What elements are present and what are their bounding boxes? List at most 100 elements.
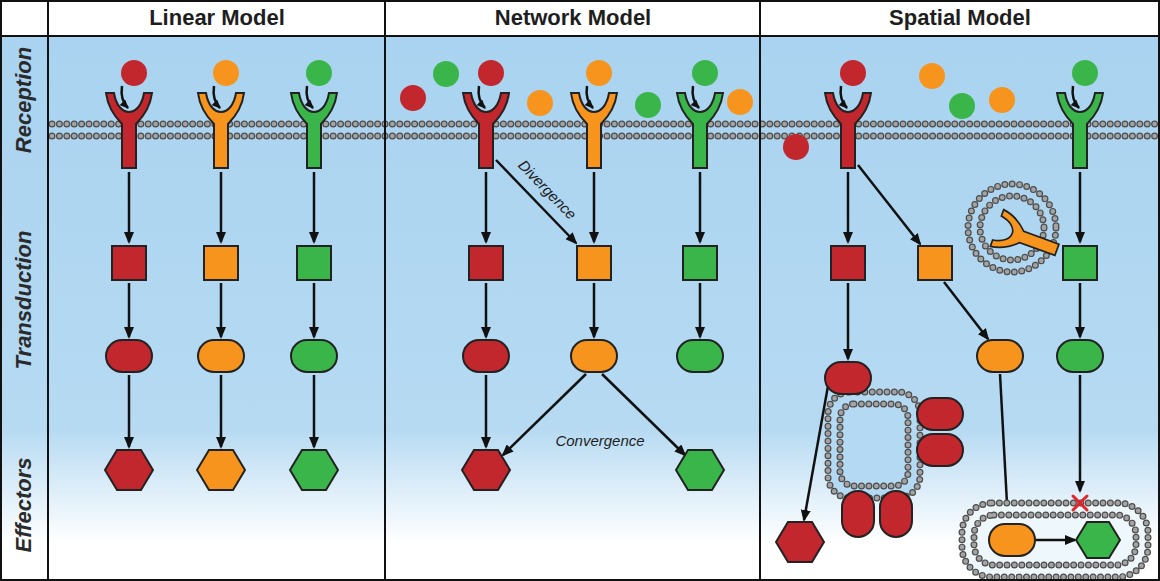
transducer [204, 246, 238, 280]
transducer [918, 246, 952, 280]
compartment-membrane [974, 515, 1136, 565]
signal-arrow [220, 375, 223, 447]
signal-arrow [485, 172, 488, 242]
effector-compartment [962, 503, 1148, 577]
ligand [692, 60, 718, 86]
compartment-membrane [962, 503, 1148, 577]
row-label: Transduction [12, 231, 36, 370]
receptor [825, 93, 871, 168]
effector [1076, 522, 1120, 558]
effector [776, 522, 824, 562]
transducer [112, 246, 146, 280]
second-messenger [198, 340, 244, 372]
signal-arrow [220, 172, 223, 242]
binding-arrow [307, 86, 313, 108]
cytoplasm-ground [0, 36, 1160, 581]
binding-arrow [587, 86, 593, 108]
signal-arrow [593, 172, 596, 242]
signal-arrow [128, 283, 131, 337]
signal-arrow [128, 172, 131, 242]
arrow-label: Convergence [555, 433, 644, 450]
blocked-arrow [1079, 375, 1082, 491]
signal-arrow [1079, 172, 1082, 242]
vesicle-membrane [840, 404, 908, 486]
ligand [527, 90, 553, 116]
signal-arrow [593, 283, 596, 337]
ligand [635, 92, 661, 118]
signal-arrow [128, 375, 131, 447]
compartment-membrane [974, 515, 1136, 565]
effector [105, 450, 153, 490]
ligand [840, 60, 866, 86]
vesicle-membrane [828, 392, 920, 498]
row-label: Reception [12, 47, 36, 153]
vesicle-membrane [828, 392, 920, 498]
block-cross [1073, 496, 1087, 510]
ligand [783, 134, 809, 160]
row-label: Effectors [12, 458, 36, 553]
column-rule [759, 0, 761, 581]
ligand [213, 60, 239, 86]
internalised-receptor [990, 210, 1063, 269]
effector [676, 450, 724, 490]
transducer [1063, 246, 1097, 280]
second-messenger [977, 340, 1023, 372]
binding-arrow [214, 86, 220, 108]
transducer [577, 246, 611, 280]
block-cross [1073, 496, 1087, 510]
signal-arrow [699, 283, 702, 337]
ligand [121, 60, 147, 86]
vesicle-lumen [828, 392, 920, 498]
column-rule [47, 0, 49, 581]
signal-arrow [313, 172, 316, 242]
second-messenger [463, 340, 509, 372]
ligand [989, 87, 1015, 113]
receptor [291, 93, 337, 168]
transducer [469, 246, 503, 280]
ligand [433, 61, 459, 87]
signal-arrow [485, 283, 488, 337]
second-messenger [677, 340, 723, 372]
second-messenger [1057, 340, 1103, 372]
ligand [919, 63, 945, 89]
compartment-lumen [962, 503, 1148, 577]
ligand [949, 93, 975, 119]
signal-arrow [485, 375, 488, 447]
transducer [683, 246, 717, 280]
transducer [831, 246, 865, 280]
second-messenger [880, 491, 912, 537]
second-messenger [291, 340, 337, 372]
receptor [463, 93, 509, 168]
second-messenger [825, 362, 871, 394]
spatial-pathways [776, 60, 1148, 577]
panel-title: Network Model [495, 5, 651, 31]
header-rule [0, 35, 1160, 37]
second-messenger [917, 398, 963, 430]
ligand [586, 60, 612, 86]
ligand [1072, 60, 1098, 86]
signal-arrow [944, 282, 988, 339]
effector [290, 450, 338, 490]
signal-arrow [858, 165, 920, 244]
binding-arrow [693, 86, 699, 108]
signal-arrow [1036, 539, 1075, 542]
ligand [400, 85, 426, 111]
ligand [306, 60, 332, 86]
receptor [1057, 93, 1103, 168]
panel-header: Linear Model [49, 0, 385, 36]
effector [462, 450, 510, 490]
receptor [677, 93, 723, 168]
binding-arrow [122, 86, 128, 108]
linear-pathways [105, 60, 338, 490]
second-messenger [571, 340, 617, 372]
signal-arrow [699, 172, 702, 242]
effector [197, 450, 245, 490]
binding-arrow [841, 86, 847, 108]
signal-arrow [847, 283, 850, 359]
panel-header: Network Model [386, 0, 760, 36]
second-messenger [106, 340, 152, 372]
